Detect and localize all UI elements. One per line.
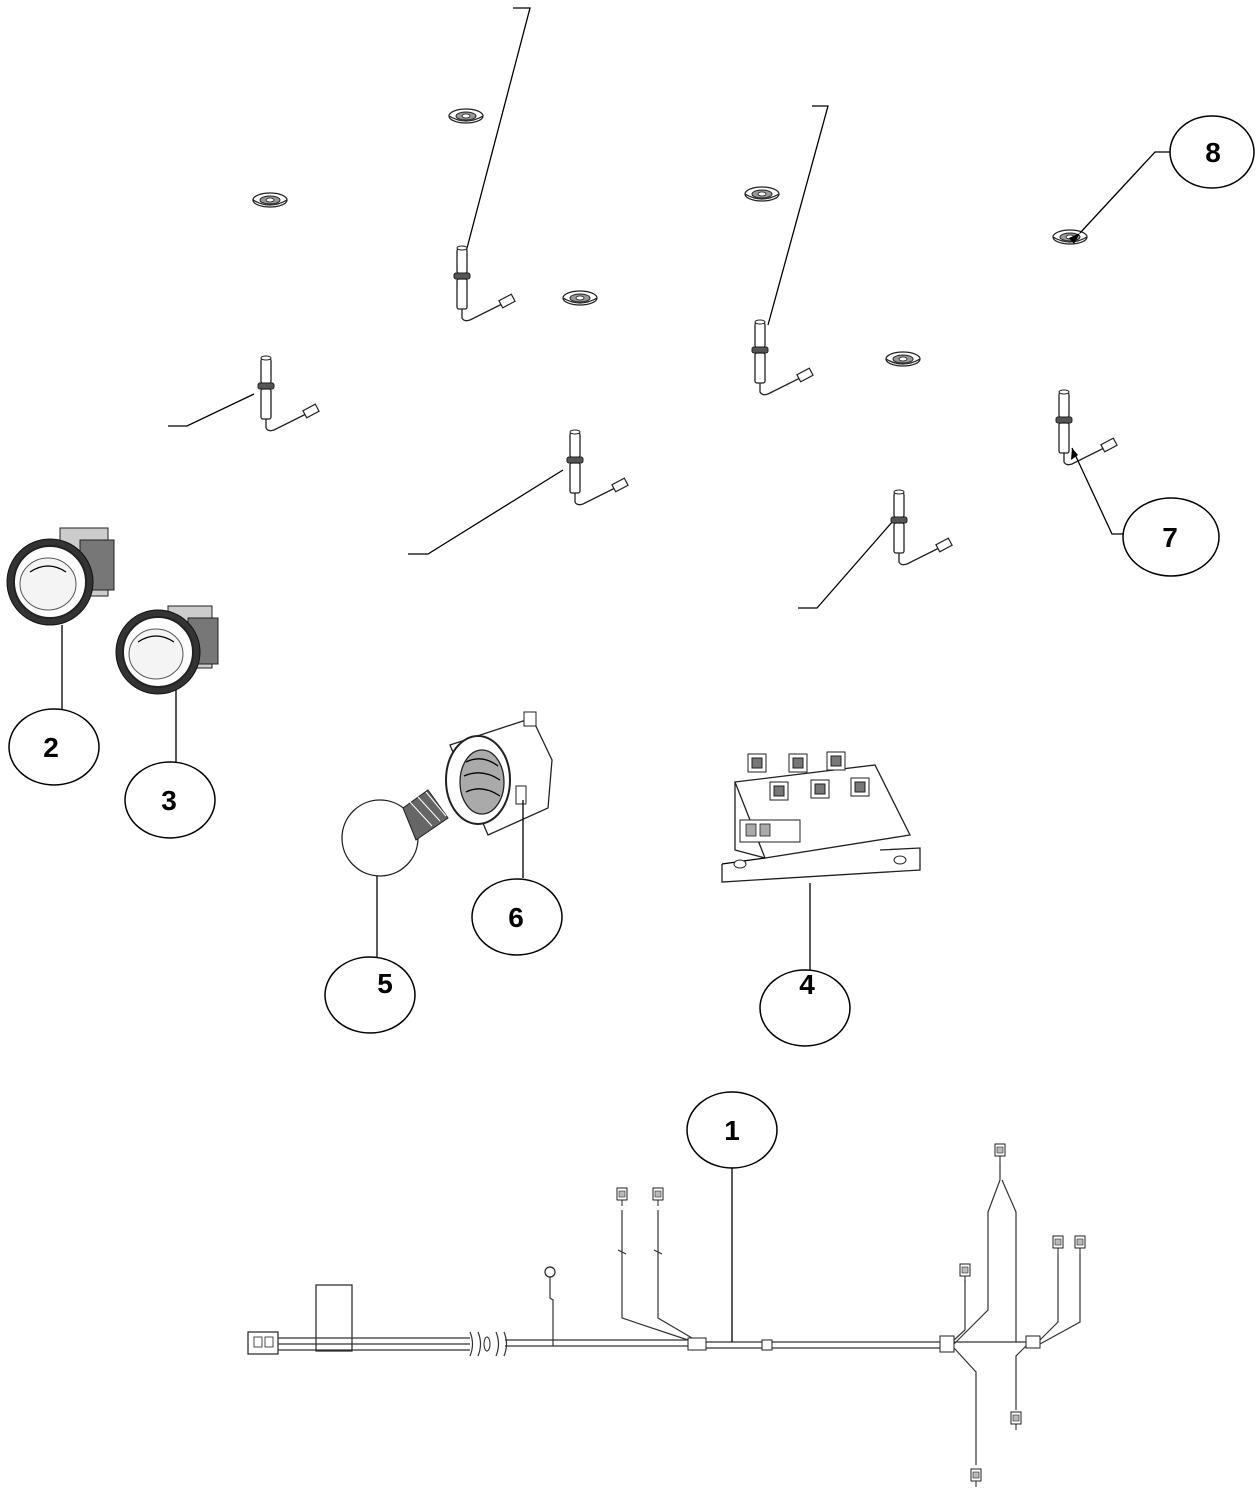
callout-5: 5 <box>324 956 416 1034</box>
callout-7: 7 <box>1122 497 1220 577</box>
rocker-switch-icon <box>115 605 219 695</box>
callout-2: 2 <box>8 708 100 786</box>
callout-leaders <box>61 151 1170 1342</box>
callout-4: 4 <box>759 969 851 1047</box>
callout-label: 6 <box>508 902 524 933</box>
callout-1: 1 <box>686 1091 778 1169</box>
light-bulb-icon <box>341 789 449 877</box>
callout-label: 8 <box>1205 137 1221 168</box>
callout-label: 3 <box>161 785 177 816</box>
igniter-electrodes <box>257 245 1118 566</box>
callout-label: 5 <box>377 968 393 999</box>
callout-6: 6 <box>471 878 563 956</box>
grommets <box>252 108 1088 367</box>
callout-8: 8 <box>1169 115 1255 189</box>
rocker-switch-icon <box>6 527 115 626</box>
callout-label: 7 <box>1162 522 1178 553</box>
lamp-socket-icon <box>445 711 553 836</box>
callout-label: 4 <box>799 969 815 1000</box>
wiring-harness-icon <box>247 1143 1086 1488</box>
callout-label: 2 <box>43 732 59 763</box>
callout-label: 1 <box>724 1115 740 1146</box>
spark-module-icon <box>721 751 921 883</box>
callout-3: 3 <box>124 761 216 839</box>
leader-lines <box>168 7 894 609</box>
